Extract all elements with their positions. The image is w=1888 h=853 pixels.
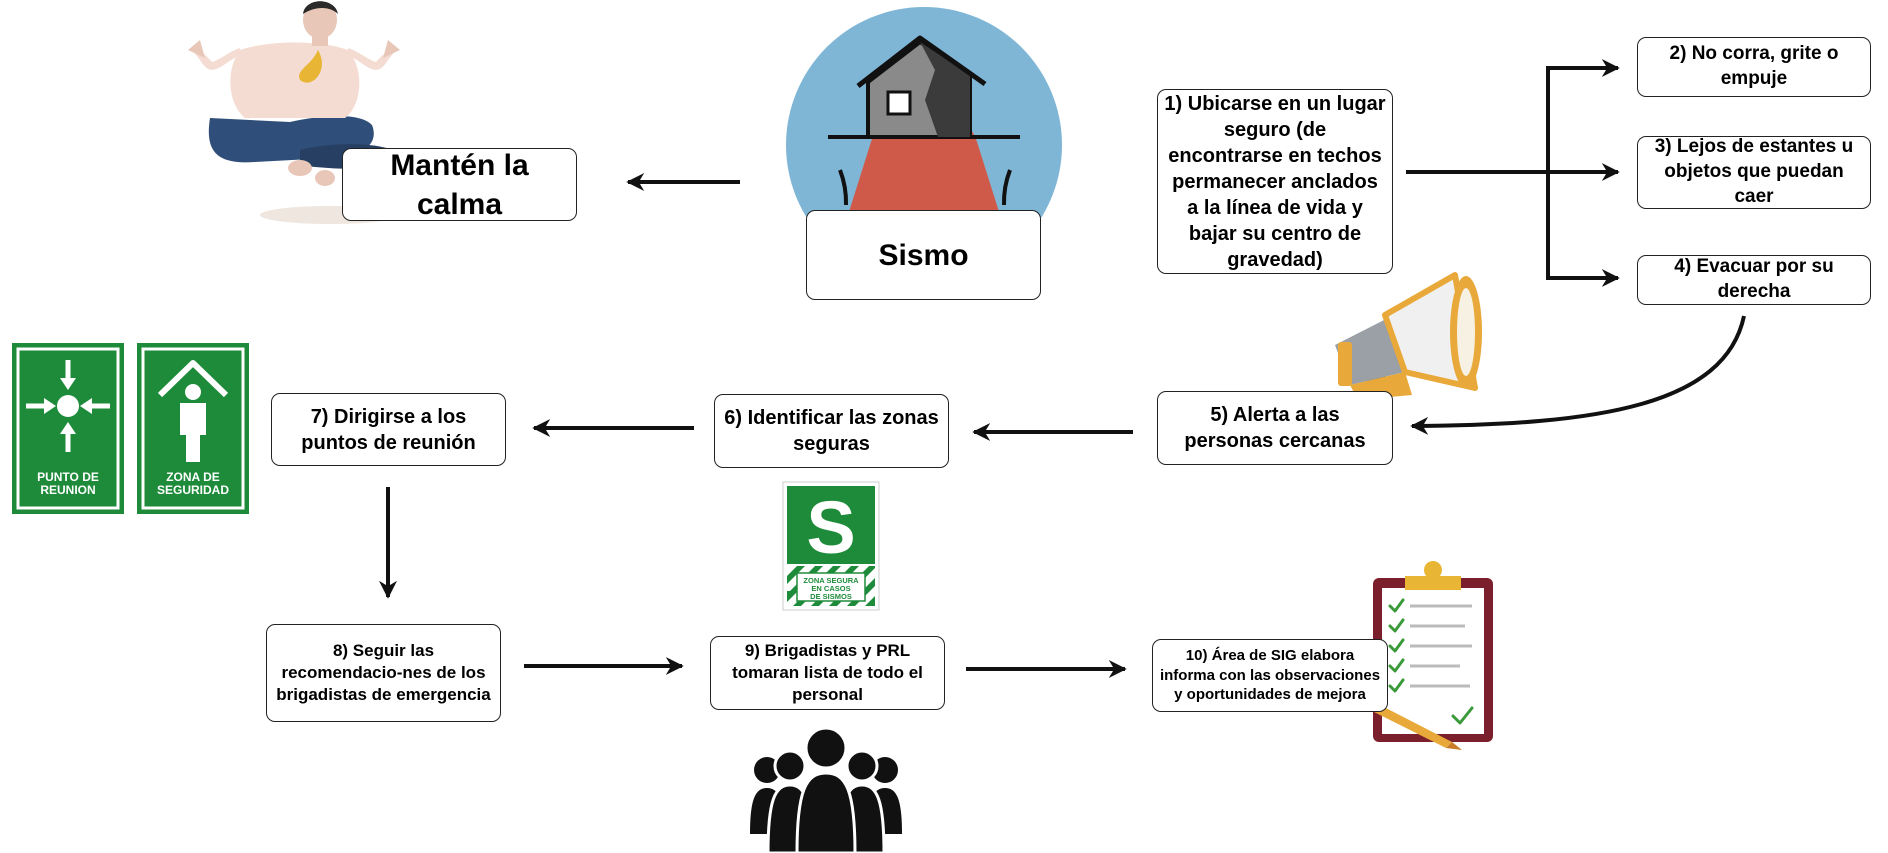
node-step-5-text: 5) Alerta a las personas cercanas bbox=[1184, 404, 1366, 452]
safety-zone-line1: ZONA DE bbox=[166, 470, 220, 484]
node-step-10-text: 10) Área de SIG elabora informa con las … bbox=[1159, 647, 1381, 704]
node-step-1: 1) Ubicarse en un lugar seguro (de encon… bbox=[1157, 89, 1393, 274]
safe-zone-letter: S bbox=[806, 486, 855, 569]
node-step-8: 8) Seguir las recomendacio-nes de los br… bbox=[266, 624, 501, 722]
node-step-5: 5) Alerta a las personas cercanas bbox=[1157, 391, 1393, 465]
meeting-point-sign-icon: PUNTO DE REUNION bbox=[12, 343, 124, 514]
safe-zone-line3: DE SISMOS bbox=[810, 592, 852, 601]
node-step-7-text: 7) Dirigirse a los puntos de reunión bbox=[301, 405, 476, 454]
node-step-2: 2) No corra, grite o empuje bbox=[1637, 37, 1871, 97]
node-step-6-text: 6) Identificar las zonas seguras bbox=[724, 407, 939, 455]
node-step-9: 9) Brigadistas y PRL tomaran lista de to… bbox=[710, 636, 945, 710]
meditating-person-icon bbox=[188, 1, 405, 224]
clipboard-checklist-icon bbox=[1373, 561, 1493, 750]
node-step-10: 10) Área de SIG elabora informa con las … bbox=[1152, 639, 1388, 712]
arrow-s4-to-s5 bbox=[1410, 315, 1746, 435]
safety-zone-sign-icon: ZONA DE SEGURIDAD bbox=[137, 343, 249, 514]
connectors bbox=[379, 59, 1746, 678]
node-step-3-text: 3) Lejos de estantes u objetos que pueda… bbox=[1654, 136, 1854, 207]
node-step-4: 4) Evacuar por su derecha bbox=[1637, 255, 1871, 305]
node-step-2-text: 2) No corra, grite o empuje bbox=[1669, 43, 1839, 89]
meeting-point-line2: REUNION bbox=[40, 483, 95, 497]
meeting-point-line1: PUNTO DE bbox=[37, 470, 99, 484]
node-step-3: 3) Lejos de estantes u objetos que pueda… bbox=[1637, 136, 1871, 209]
safe-zone-line1: ZONA SEGURA bbox=[803, 576, 859, 585]
megaphone-icon bbox=[1335, 272, 1482, 400]
safety-zone-line2: SEGURIDAD bbox=[157, 483, 229, 497]
people-group-icon bbox=[750, 726, 902, 853]
node-calm-text: Mantén la calma bbox=[390, 148, 529, 221]
node-step-1-text: 1) Ubicarse en un lugar seguro (de encon… bbox=[1164, 92, 1386, 271]
node-step-8-text: 8) Seguir las recomendacio-nes de los br… bbox=[276, 640, 491, 705]
node-sismo: Sismo bbox=[806, 210, 1041, 300]
arrow-branch-s4 bbox=[1546, 172, 1620, 287]
node-step-6: 6) Identificar las zonas seguras bbox=[714, 394, 949, 468]
safe-zone-s-sign-icon: S ZONA SEGURA EN CASOS DE SISMOS bbox=[782, 481, 880, 611]
node-step-4-text: 4) Evacuar por su derecha bbox=[1674, 256, 1834, 302]
safe-zone-line2: EN CASOS bbox=[811, 584, 850, 593]
node-sismo-text: Sismo bbox=[878, 238, 969, 272]
node-step-7: 7) Dirigirse a los puntos de reunión bbox=[271, 393, 506, 466]
node-step-9-text: 9) Brigadistas y PRL tomaran lista de to… bbox=[732, 640, 923, 705]
node-calm: Mantén la calma bbox=[342, 148, 577, 221]
